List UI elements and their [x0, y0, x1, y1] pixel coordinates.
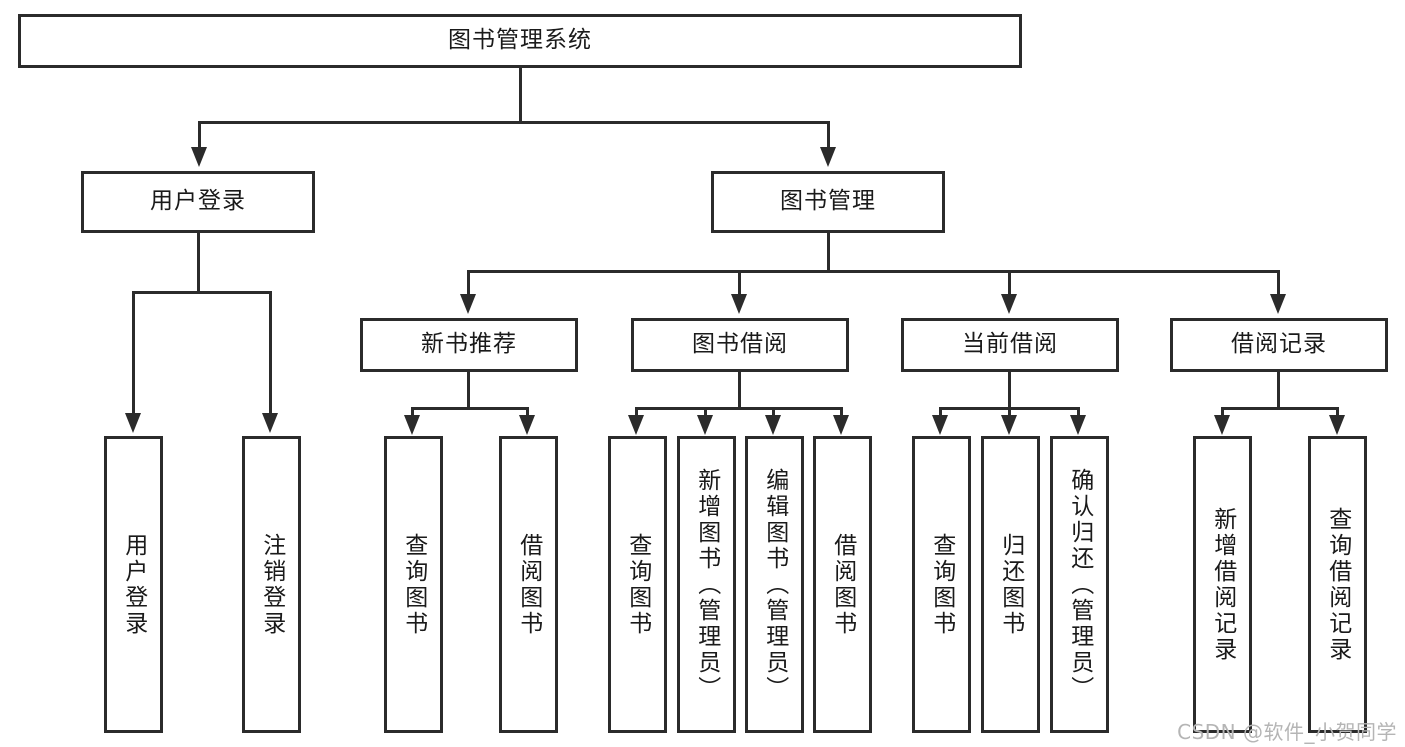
- leaf-label: 新增借阅记录: [1209, 506, 1236, 663]
- leaf-book-borrow-edit[interactable]: 编辑图书（管理员）: [745, 436, 804, 733]
- connector-user-login-leaf-1: [132, 291, 135, 416]
- leaf-label: 归还图书: [997, 532, 1024, 637]
- connector-user-login-bar: [133, 291, 270, 294]
- leaf-label: 查询借阅记录: [1324, 506, 1351, 663]
- connector-user-login-trunk: [197, 233, 200, 293]
- node-book-borrow[interactable]: 图书借阅: [631, 318, 849, 372]
- node-label: 用户登录: [150, 188, 246, 215]
- leaf-user-login-logout[interactable]: 注销登录: [242, 436, 301, 733]
- connector-user-login-leaf-2: [269, 291, 272, 416]
- connector-book-mgmt-trunk: [827, 233, 830, 272]
- node-label: 图书借阅: [692, 331, 788, 358]
- node-label: 图书管理: [780, 188, 876, 215]
- node-current-borrow[interactable]: 当前借阅: [901, 318, 1119, 372]
- node-label: 借阅记录: [1231, 331, 1327, 358]
- leaf-label: 新增图书（管理员）: [693, 467, 720, 702]
- leaf-label: 用户登录: [120, 532, 147, 637]
- connector-root-to-book-mgmt: [827, 121, 830, 150]
- node-label: 图书管理系统: [448, 27, 592, 54]
- arrowhead-book-mgmt-to-record: [1270, 294, 1286, 314]
- arrowhead-current-borrow-leaf-3: [1070, 415, 1086, 435]
- leaf-current-borrow-return[interactable]: 归还图书: [981, 436, 1040, 733]
- leaf-borrow-record-query[interactable]: 查询借阅记录: [1308, 436, 1367, 733]
- connector-root-bar: [199, 121, 829, 124]
- connector-book-mgmt-bar: [468, 270, 1280, 273]
- leaf-book-borrow-add[interactable]: 新增图书（管理员）: [677, 436, 736, 733]
- node-user-login[interactable]: 用户登录: [81, 171, 315, 233]
- leaf-borrow-record-add[interactable]: 新增借阅记录: [1193, 436, 1252, 733]
- arrowhead-new-book-leaf-2: [519, 415, 535, 435]
- arrowhead-book-mgmt-to-new-book: [460, 294, 476, 314]
- leaf-label: 借阅图书: [829, 532, 856, 637]
- connector-new-book-bar: [412, 407, 529, 410]
- connector-book-mgmt-to-new-book: [467, 270, 470, 298]
- connector-new-book-trunk: [467, 372, 470, 410]
- arrowhead-book-borrow-leaf-2: [697, 415, 713, 435]
- arrowhead-user-login-leaf-1: [125, 413, 141, 433]
- leaf-label: 查询图书: [400, 532, 427, 637]
- arrowhead-current-borrow-leaf-1: [932, 415, 948, 435]
- connector-root-trunk: [519, 68, 522, 123]
- node-root-system[interactable]: 图书管理系统: [18, 14, 1022, 68]
- arrowhead-book-borrow-leaf-1: [628, 415, 644, 435]
- leaf-book-borrow-query[interactable]: 查询图书: [608, 436, 667, 733]
- connector-borrow-record-trunk: [1277, 372, 1280, 410]
- connector-book-borrow-bar: [636, 407, 843, 410]
- leaf-label: 注销登录: [258, 532, 285, 637]
- connector-book-mgmt-to-current: [1008, 270, 1011, 298]
- node-borrow-record[interactable]: 借阅记录: [1170, 318, 1388, 372]
- leaf-label: 确认归还（管理员）: [1066, 467, 1093, 702]
- arrowhead-borrow-record-leaf-1: [1214, 415, 1230, 435]
- leaf-label: 查询图书: [928, 532, 955, 637]
- leaf-new-book-borrow[interactable]: 借阅图书: [499, 436, 558, 733]
- csdn-watermark: CSDN @软件_小贺同学: [1177, 720, 1397, 744]
- arrowhead-root-to-user-login: [191, 147, 207, 167]
- leaf-current-borrow-confirm[interactable]: 确认归还（管理员）: [1050, 436, 1109, 733]
- leaf-current-borrow-query[interactable]: 查询图书: [912, 436, 971, 733]
- leaf-new-book-query[interactable]: 查询图书: [384, 436, 443, 733]
- arrowhead-book-mgmt-to-borrow: [731, 294, 747, 314]
- leaf-label: 编辑图书（管理员）: [761, 467, 788, 702]
- arrowhead-book-borrow-leaf-4: [833, 415, 849, 435]
- leaf-user-login-login[interactable]: 用户登录: [104, 436, 163, 733]
- arrowhead-new-book-leaf-1: [404, 415, 420, 435]
- leaf-label: 借阅图书: [515, 532, 542, 637]
- leaf-book-borrow-lend[interactable]: 借阅图书: [813, 436, 872, 733]
- connector-current-borrow-trunk: [1008, 372, 1011, 410]
- arrowhead-user-login-leaf-2: [262, 413, 278, 433]
- connector-borrow-record-bar: [1222, 407, 1339, 410]
- node-new-book-recommend[interactable]: 新书推荐: [360, 318, 578, 372]
- connector-book-mgmt-to-borrow: [738, 270, 741, 298]
- node-label: 当前借阅: [962, 331, 1058, 358]
- arrowhead-borrow-record-leaf-2: [1329, 415, 1345, 435]
- connector-book-borrow-trunk: [738, 372, 741, 410]
- arrowhead-root-to-book-mgmt: [820, 147, 836, 167]
- node-book-management[interactable]: 图书管理: [711, 171, 945, 233]
- node-label: 新书推荐: [421, 331, 517, 358]
- arrowhead-current-borrow-leaf-2: [1001, 415, 1017, 435]
- connector-root-to-user-login: [198, 121, 201, 150]
- arrowhead-book-mgmt-to-current: [1001, 294, 1017, 314]
- connector-book-mgmt-to-record: [1277, 270, 1280, 298]
- arrowhead-book-borrow-leaf-3: [765, 415, 781, 435]
- leaf-label: 查询图书: [624, 532, 651, 637]
